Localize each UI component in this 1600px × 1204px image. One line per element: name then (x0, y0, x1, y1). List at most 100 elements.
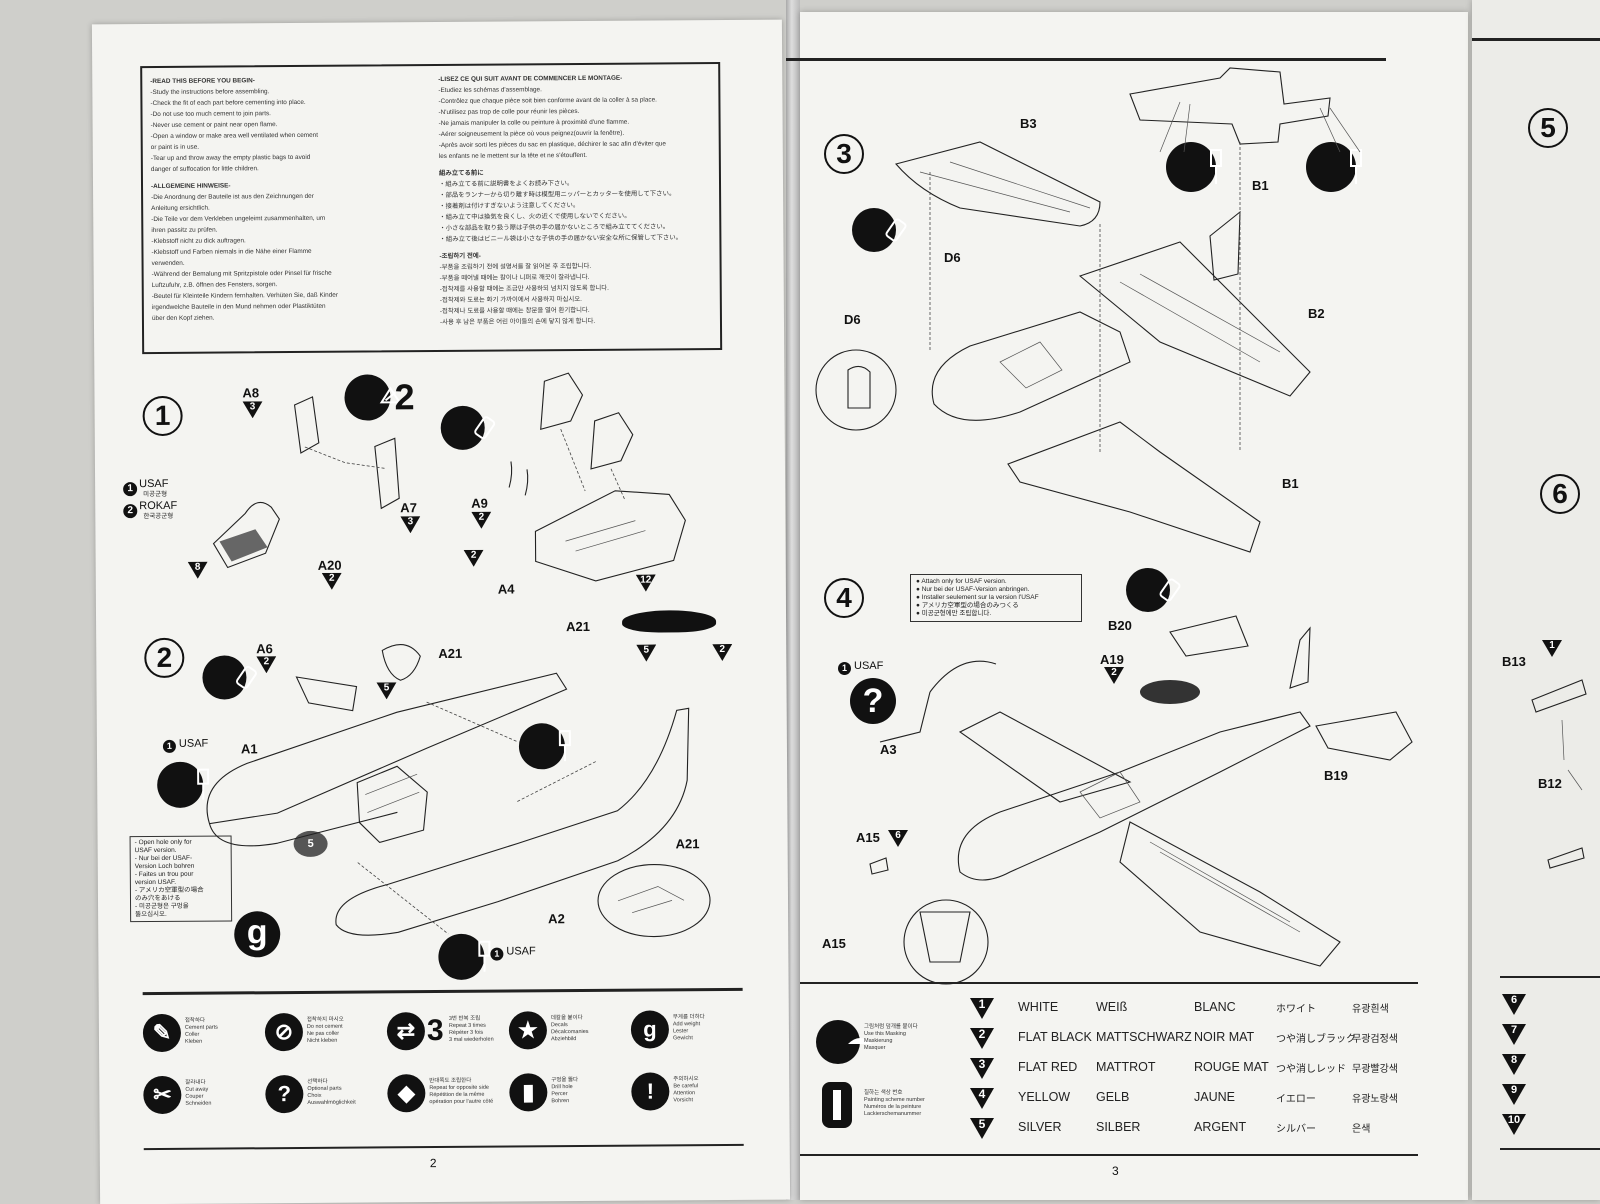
question-icon: ? (850, 678, 896, 724)
part-label-d6: D6 (944, 250, 961, 265)
paint-name-de: SILBER (1096, 1120, 1141, 1134)
paint-name-en: SILVER (1018, 1120, 1062, 1134)
repeat-icon (344, 374, 402, 421)
text-line: 그림처럼 덮개를 붙이다 (864, 1024, 918, 1030)
paint-name-de: WEIß (1096, 1000, 1128, 1014)
part-label-b1: B1 (1282, 476, 1299, 491)
paint-name-en: FLAT BLACK (1018, 1030, 1092, 1044)
text-line: Painting scheme number (864, 1097, 925, 1103)
edge-paint-number: 8 (1502, 1054, 1526, 1075)
no-cement-icon: ⊘ (264, 1012, 304, 1052)
step-3-number: 3 (824, 134, 864, 174)
paint-number-marker: 5 (970, 1118, 994, 1139)
part-label-b13: B13 (1502, 654, 1526, 669)
part-label-d6-detail: D6 (844, 312, 861, 327)
cement-icon (1126, 568, 1181, 612)
paint-name-kr: 무광빨강색 (1352, 1064, 1398, 1075)
paint-name-jp: イエロー (1276, 1094, 1316, 1105)
repeat-icon: ⇄ (386, 1012, 426, 1051)
text-line: Masquer (864, 1045, 886, 1051)
edge-paint-number: 7 (1502, 1024, 1526, 1045)
drill-icon: ▮ (509, 1073, 548, 1112)
step-5-number: 5 (1528, 108, 1568, 148)
edge-paint-number: 10 (1502, 1114, 1526, 1135)
paint-name-jp: ホワイト (1276, 1004, 1316, 1015)
text-line: ● アメリカ空軍型の場合のみつくる (916, 602, 1019, 609)
cement-icon: ✎ (142, 1013, 182, 1053)
step-6-number: 6 (1540, 474, 1580, 514)
reverse-icon: ◆ (387, 1074, 426, 1113)
paint-name-fr: BLANC (1194, 1000, 1236, 1014)
part-label-a3: A3 (880, 742, 897, 757)
page-number-left: 2 (429, 1156, 437, 1171)
drill-icon (157, 761, 210, 808)
paint-number-icon (822, 1082, 852, 1128)
legend-bottom-rule (143, 1143, 744, 1151)
text-line: Numéros de la peinture (864, 1104, 922, 1110)
text-line: Maskierung (864, 1038, 893, 1044)
paint-name-en: FLAT RED (1018, 1060, 1078, 1074)
step-6-drawing (1531, 679, 1587, 869)
variant-1-marker: 1 (838, 662, 851, 675)
cement-icon (202, 655, 257, 700)
top-rule (786, 58, 1386, 61)
paint-name-de: GELB (1096, 1090, 1130, 1104)
paint-name-kr: 은색 (1352, 1124, 1371, 1135)
cut-icon: ✂ (143, 1075, 182, 1115)
step-4-number: 4 (824, 578, 864, 618)
part-label-b19: B19 (1324, 768, 1348, 783)
text-line: ● 미공군형에만 조립합니다. (916, 610, 992, 617)
paint-number-marker: 3 (970, 1058, 994, 1079)
paint-chart-top-rule (800, 982, 1418, 984)
paint-number-marker: 4 (970, 1088, 994, 1109)
part-label-a19: A19 (1100, 652, 1124, 667)
edge-chart-bottom-rule (1500, 1148, 1600, 1150)
part-label-b2: B2 (1308, 306, 1325, 321)
edge-top-rule (1472, 38, 1600, 41)
decal-icon: ★ (508, 1011, 548, 1050)
paint-name-fr: ARGENT (1194, 1120, 1247, 1134)
paint-name-en: YELLOW (1018, 1090, 1071, 1104)
cement-icon (440, 405, 496, 450)
drill-icon (438, 933, 491, 981)
drill-icon (1166, 142, 1222, 192)
text-line: ● Nur bei der USAF-Version anbringen. (916, 586, 1030, 593)
edge-paint-number: 6 (1502, 994, 1526, 1015)
paint-name-fr: NOIR MAT (1194, 1030, 1255, 1044)
weight-icon: g (630, 1010, 670, 1049)
legend-repeat-number: 3 (426, 1013, 444, 1048)
masking-icon (816, 1020, 872, 1064)
paint-name-kr: 유광노랑색 (1352, 1094, 1398, 1105)
drill-icon (518, 723, 571, 770)
page-number-right: 3 (1112, 1164, 1119, 1178)
paint-chart-bottom-rule (800, 1154, 1418, 1156)
paint-name-de: MATTROT (1096, 1060, 1156, 1074)
text-line: Lackierschemanummer (864, 1111, 922, 1117)
part-label-a15-detail: A15 (822, 936, 846, 951)
part-label-a15: A15 (856, 830, 880, 845)
usaf-attach-note: ● Attach only for USAF version.● Nur bei… (910, 574, 1082, 622)
text-line: ● Installer seulement sur la version l'U… (916, 594, 1039, 601)
drill-icon (1306, 142, 1362, 192)
paint-number-marker: 2 (970, 1028, 994, 1049)
instruction-page-right: 3 B3 B1 D6 D6 B2 B1 4 ● Attach only for … (786, 12, 1468, 1200)
part-label-b20: B20 (1108, 618, 1132, 633)
step-2-drawing (206, 644, 711, 938)
usaf-tag-step4: USAF (854, 660, 884, 672)
paint-name-kr: 무광검정색 (1352, 1034, 1398, 1045)
caution-icon: ! (631, 1072, 670, 1111)
paint-name-en: WHITE (1018, 1000, 1059, 1014)
instruction-page-left: -READ THIS BEFORE YOU BEGIN--Study the i… (91, 19, 791, 1204)
binding-gutter (786, 0, 800, 1200)
